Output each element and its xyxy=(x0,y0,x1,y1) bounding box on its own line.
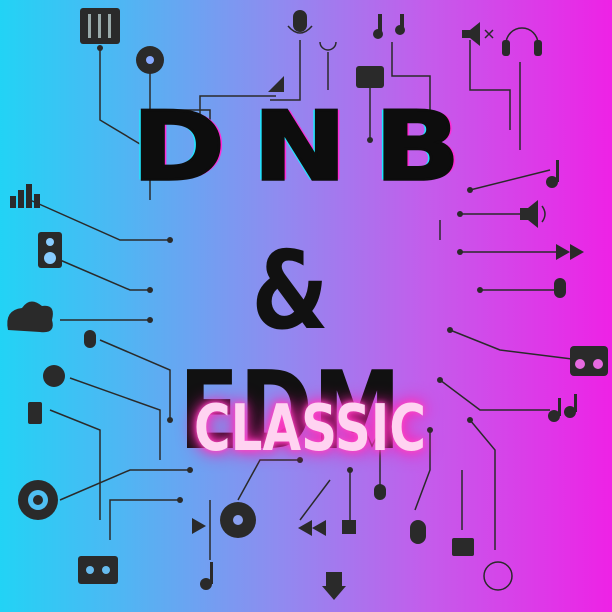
repeat-music-icon xyxy=(483,561,513,591)
title-dnb: DNB xyxy=(130,91,489,203)
mute-speaker-icon xyxy=(462,22,494,46)
microphone-icon xyxy=(287,10,313,34)
cassette-icon xyxy=(78,556,118,584)
turntable-hand-icon xyxy=(136,46,164,74)
vinyl-record-icon xyxy=(220,502,256,538)
soundwave-icon xyxy=(364,428,389,448)
phone-icon xyxy=(28,402,42,424)
circuit-nodes xyxy=(97,45,483,503)
title-and-edm: & EDM xyxy=(178,229,402,474)
speaker-cone-icon xyxy=(18,480,58,520)
microphone-icon xyxy=(84,330,96,348)
equalizer-icon xyxy=(10,184,40,208)
boombox-icon xyxy=(570,346,608,376)
mixer-sliders-icon xyxy=(80,8,120,44)
repeat-icon xyxy=(319,41,337,51)
mixer-desk-icon xyxy=(452,538,474,556)
microphone-icon xyxy=(554,278,566,298)
circuit-wires xyxy=(29,40,581,560)
music-notes-icon xyxy=(546,160,559,188)
rewind-icon xyxy=(298,520,326,536)
eject-icon xyxy=(268,76,284,92)
fast-forward-icon xyxy=(556,244,584,260)
play-icon xyxy=(192,518,206,534)
speaker-box-icon xyxy=(38,232,62,268)
radio-icon xyxy=(356,66,384,88)
music-note-icon xyxy=(200,562,213,590)
volume-icon xyxy=(520,200,546,228)
headphones-icon xyxy=(502,27,542,56)
microphone-icon xyxy=(410,520,426,544)
title-classic: CLASSIC xyxy=(194,392,426,466)
cloud-music-icon xyxy=(7,301,53,333)
vinyl-record-icon xyxy=(43,365,65,387)
stop-icon xyxy=(342,520,356,534)
microphone-icon xyxy=(374,484,386,500)
music-note-icon xyxy=(373,14,405,39)
music-notes-icon xyxy=(548,394,577,422)
download-music-icon xyxy=(322,572,346,600)
